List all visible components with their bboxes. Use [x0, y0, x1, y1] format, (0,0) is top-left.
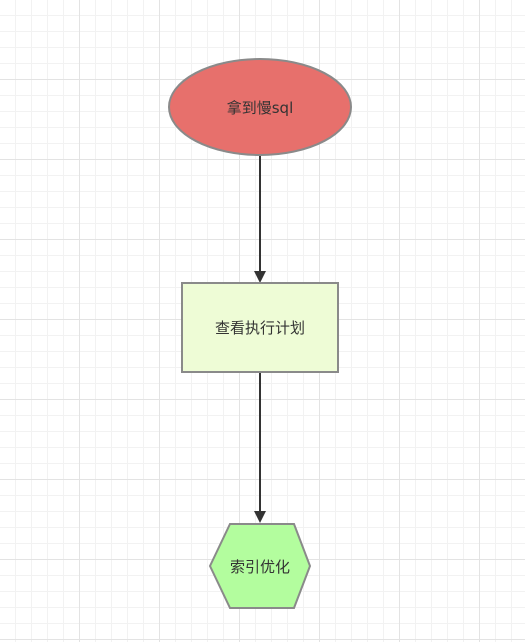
- optimize-node-hexagon[interactable]: [208, 523, 312, 609]
- optimize-node-label: 索引优化: [229, 557, 290, 576]
- start-node-ellipse[interactable]: [168, 58, 352, 156]
- start-node-label: 拿到慢sql: [226, 98, 294, 117]
- analyze-node-label: 查看执行计划: [214, 319, 305, 337]
- analyze-node-rectangle[interactable]: [181, 282, 339, 373]
